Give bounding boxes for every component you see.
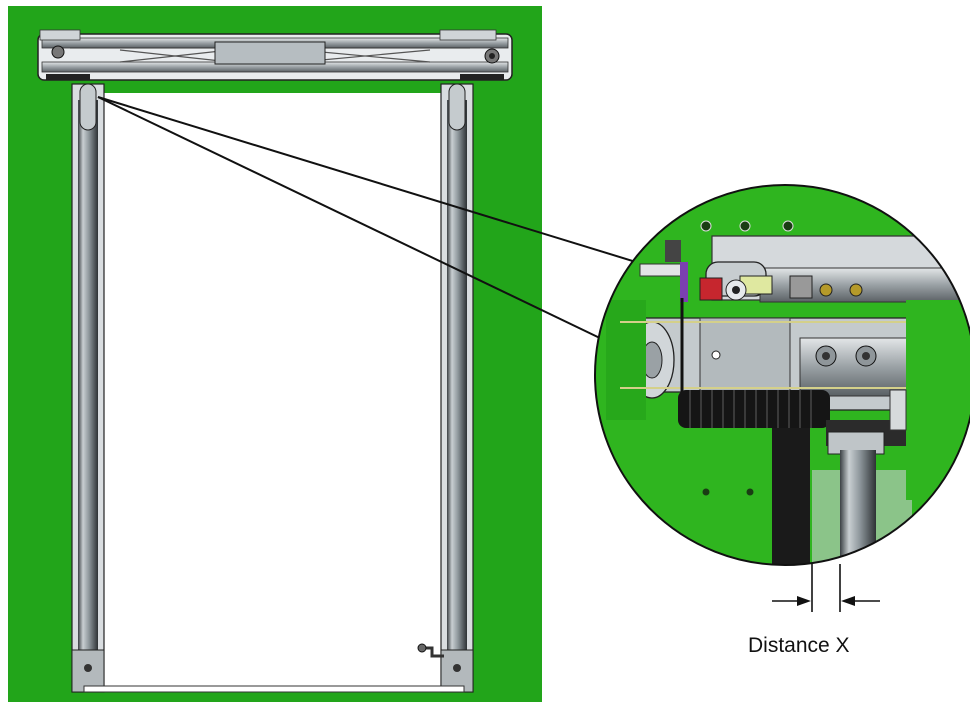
threshold (83, 685, 465, 693)
arrow-right-head (841, 596, 855, 606)
right-post (417, 83, 474, 693)
arrow-left-head (797, 596, 811, 606)
distance-x-dimension (772, 564, 880, 612)
distance-x-label: Distance X (748, 634, 850, 657)
detail-circle-outline (594, 184, 970, 566)
left-post (71, 83, 105, 693)
detail-leader-lines (97, 96, 637, 341)
detail-view (594, 184, 970, 566)
header-mechanism (37, 29, 513, 81)
spring (678, 390, 830, 428)
door-opening (103, 93, 441, 689)
